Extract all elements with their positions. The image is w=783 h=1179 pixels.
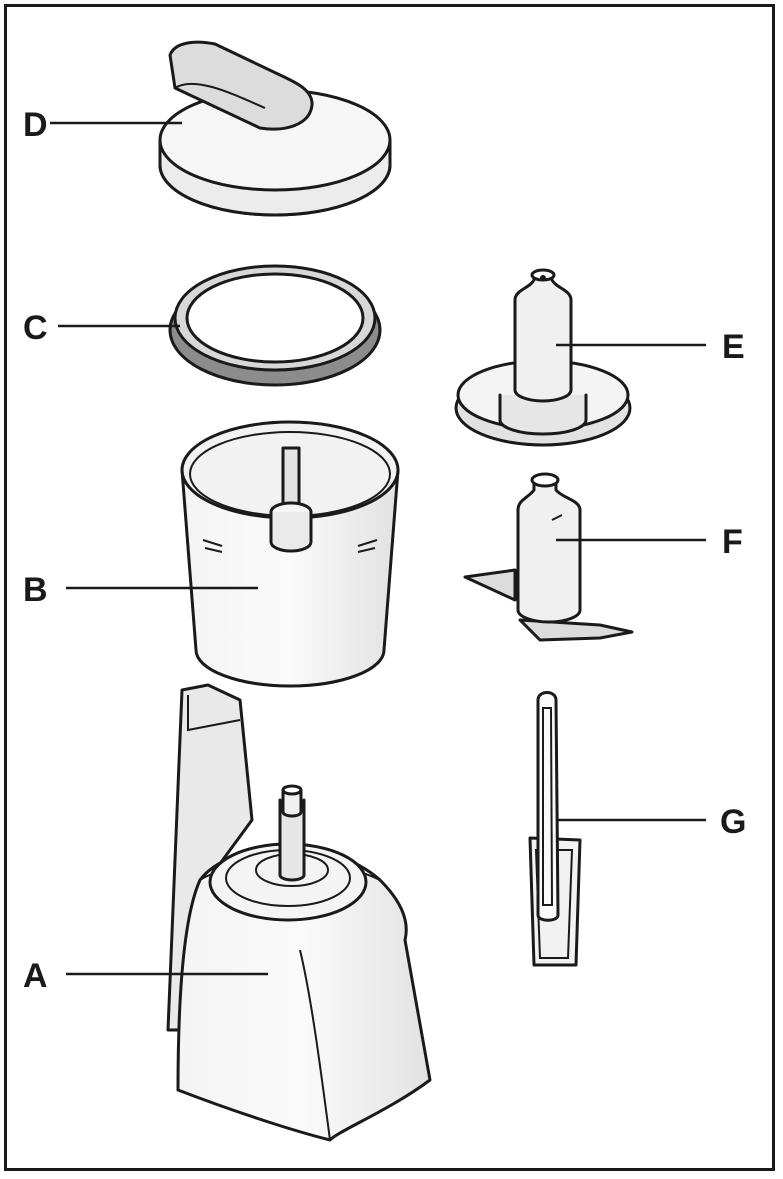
part-b-bowl [180, 420, 400, 688]
label-g: G [720, 803, 747, 841]
label-d: D [23, 106, 48, 144]
part-d-lid [158, 40, 392, 217]
label-b: B [23, 571, 48, 609]
part-g-spatula [528, 691, 582, 967]
part-a-motor-base [166, 683, 432, 1142]
part-f-blade-attachment [463, 472, 634, 642]
label-a: A [23, 957, 48, 995]
label-f: F [722, 523, 743, 561]
part-e-disc-attachment [454, 268, 632, 447]
label-e: E [722, 328, 745, 366]
label-c: C [23, 309, 48, 347]
part-c-seal-ring [168, 264, 382, 387]
leader-lines [50, 121, 706, 976]
diagram-frame [4, 4, 775, 1171]
